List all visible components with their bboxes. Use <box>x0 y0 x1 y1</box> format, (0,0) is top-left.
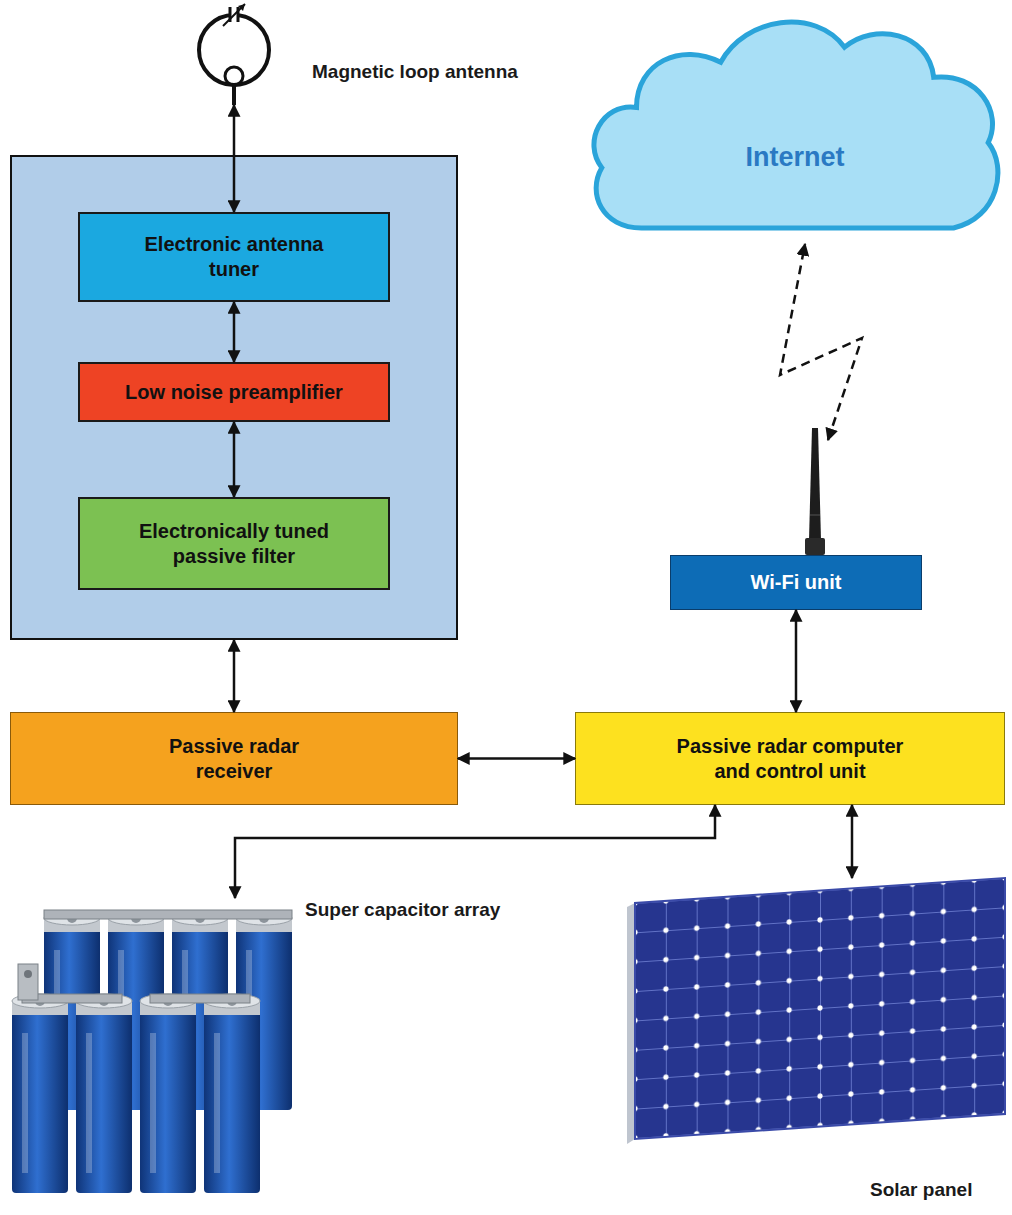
box-label: Low noise preamplifier <box>125 380 343 405</box>
signal-connector <box>233 302 236 362</box>
antenna-ring <box>810 515 820 516</box>
box-label: Passive radar receiver <box>144 734 324 784</box>
bus-bar <box>150 994 250 1003</box>
terminal-hole <box>24 970 32 978</box>
capacitor-cell <box>76 994 132 1193</box>
terminal-tab <box>18 964 38 1000</box>
panel-frame-edge <box>627 903 635 1144</box>
signal-connector <box>795 610 798 712</box>
signal-connector <box>233 422 236 497</box>
loop-antenna-symbol <box>199 4 269 105</box>
computer-box: Passive radar computer and control unit <box>575 712 1005 805</box>
internet-cloud: Internet <box>582 2 1008 238</box>
feed-line <box>232 85 236 105</box>
capacitor-cell <box>12 994 68 1193</box>
capacitor-cell <box>204 994 260 1193</box>
signal-connector <box>235 805 715 898</box>
wireless-link <box>780 244 862 440</box>
signal-connector <box>458 757 575 760</box>
filter-box: Electronically tuned passive filter <box>78 497 390 590</box>
loop-ring <box>199 15 269 85</box>
front-end-enclosure: Electronic antenna tunerLow noise preamp… <box>10 155 458 640</box>
component-label: Super capacitor array <box>305 898 500 922</box>
supercapacitor-illustration <box>12 910 292 1193</box>
receiver-box: Passive radar receiver <box>10 712 458 805</box>
signal-connector <box>233 105 236 212</box>
tuner-box: Electronic antenna tuner <box>78 212 390 302</box>
bus-bar <box>44 910 292 919</box>
cloud-shape <box>594 22 998 228</box>
box-label: Electronic antenna tuner <box>124 232 344 282</box>
wifi-box: Wi-Fi unit <box>670 555 922 610</box>
coupling-loop <box>225 67 243 85</box>
antenna-whip <box>809 428 821 540</box>
box-label: Passive radar computer and control unit <box>665 734 915 784</box>
component-label: Solar panel <box>870 1178 972 1202</box>
variable-arrow-head <box>238 4 245 11</box>
preamplifier-box: Low noise preamplifier <box>78 362 390 422</box>
cloud-label: Internet <box>745 141 844 175</box>
variable-arrow <box>223 4 245 26</box>
signal-connector <box>233 640 236 712</box>
antenna-label: Magnetic loop antenna <box>312 60 518 84</box>
antenna-base <box>805 538 825 555</box>
box-label: Electronically tuned passive filter <box>124 519 344 569</box>
signal-connector <box>851 805 854 878</box>
wifi-antenna <box>805 428 825 555</box>
cloud-outline <box>582 2 1008 238</box>
solar-panel-illustration <box>627 878 1005 1144</box>
capacitor-cell <box>140 994 196 1193</box>
box-label: Wi-Fi unit <box>751 570 842 595</box>
solar-cells <box>635 878 1005 1139</box>
